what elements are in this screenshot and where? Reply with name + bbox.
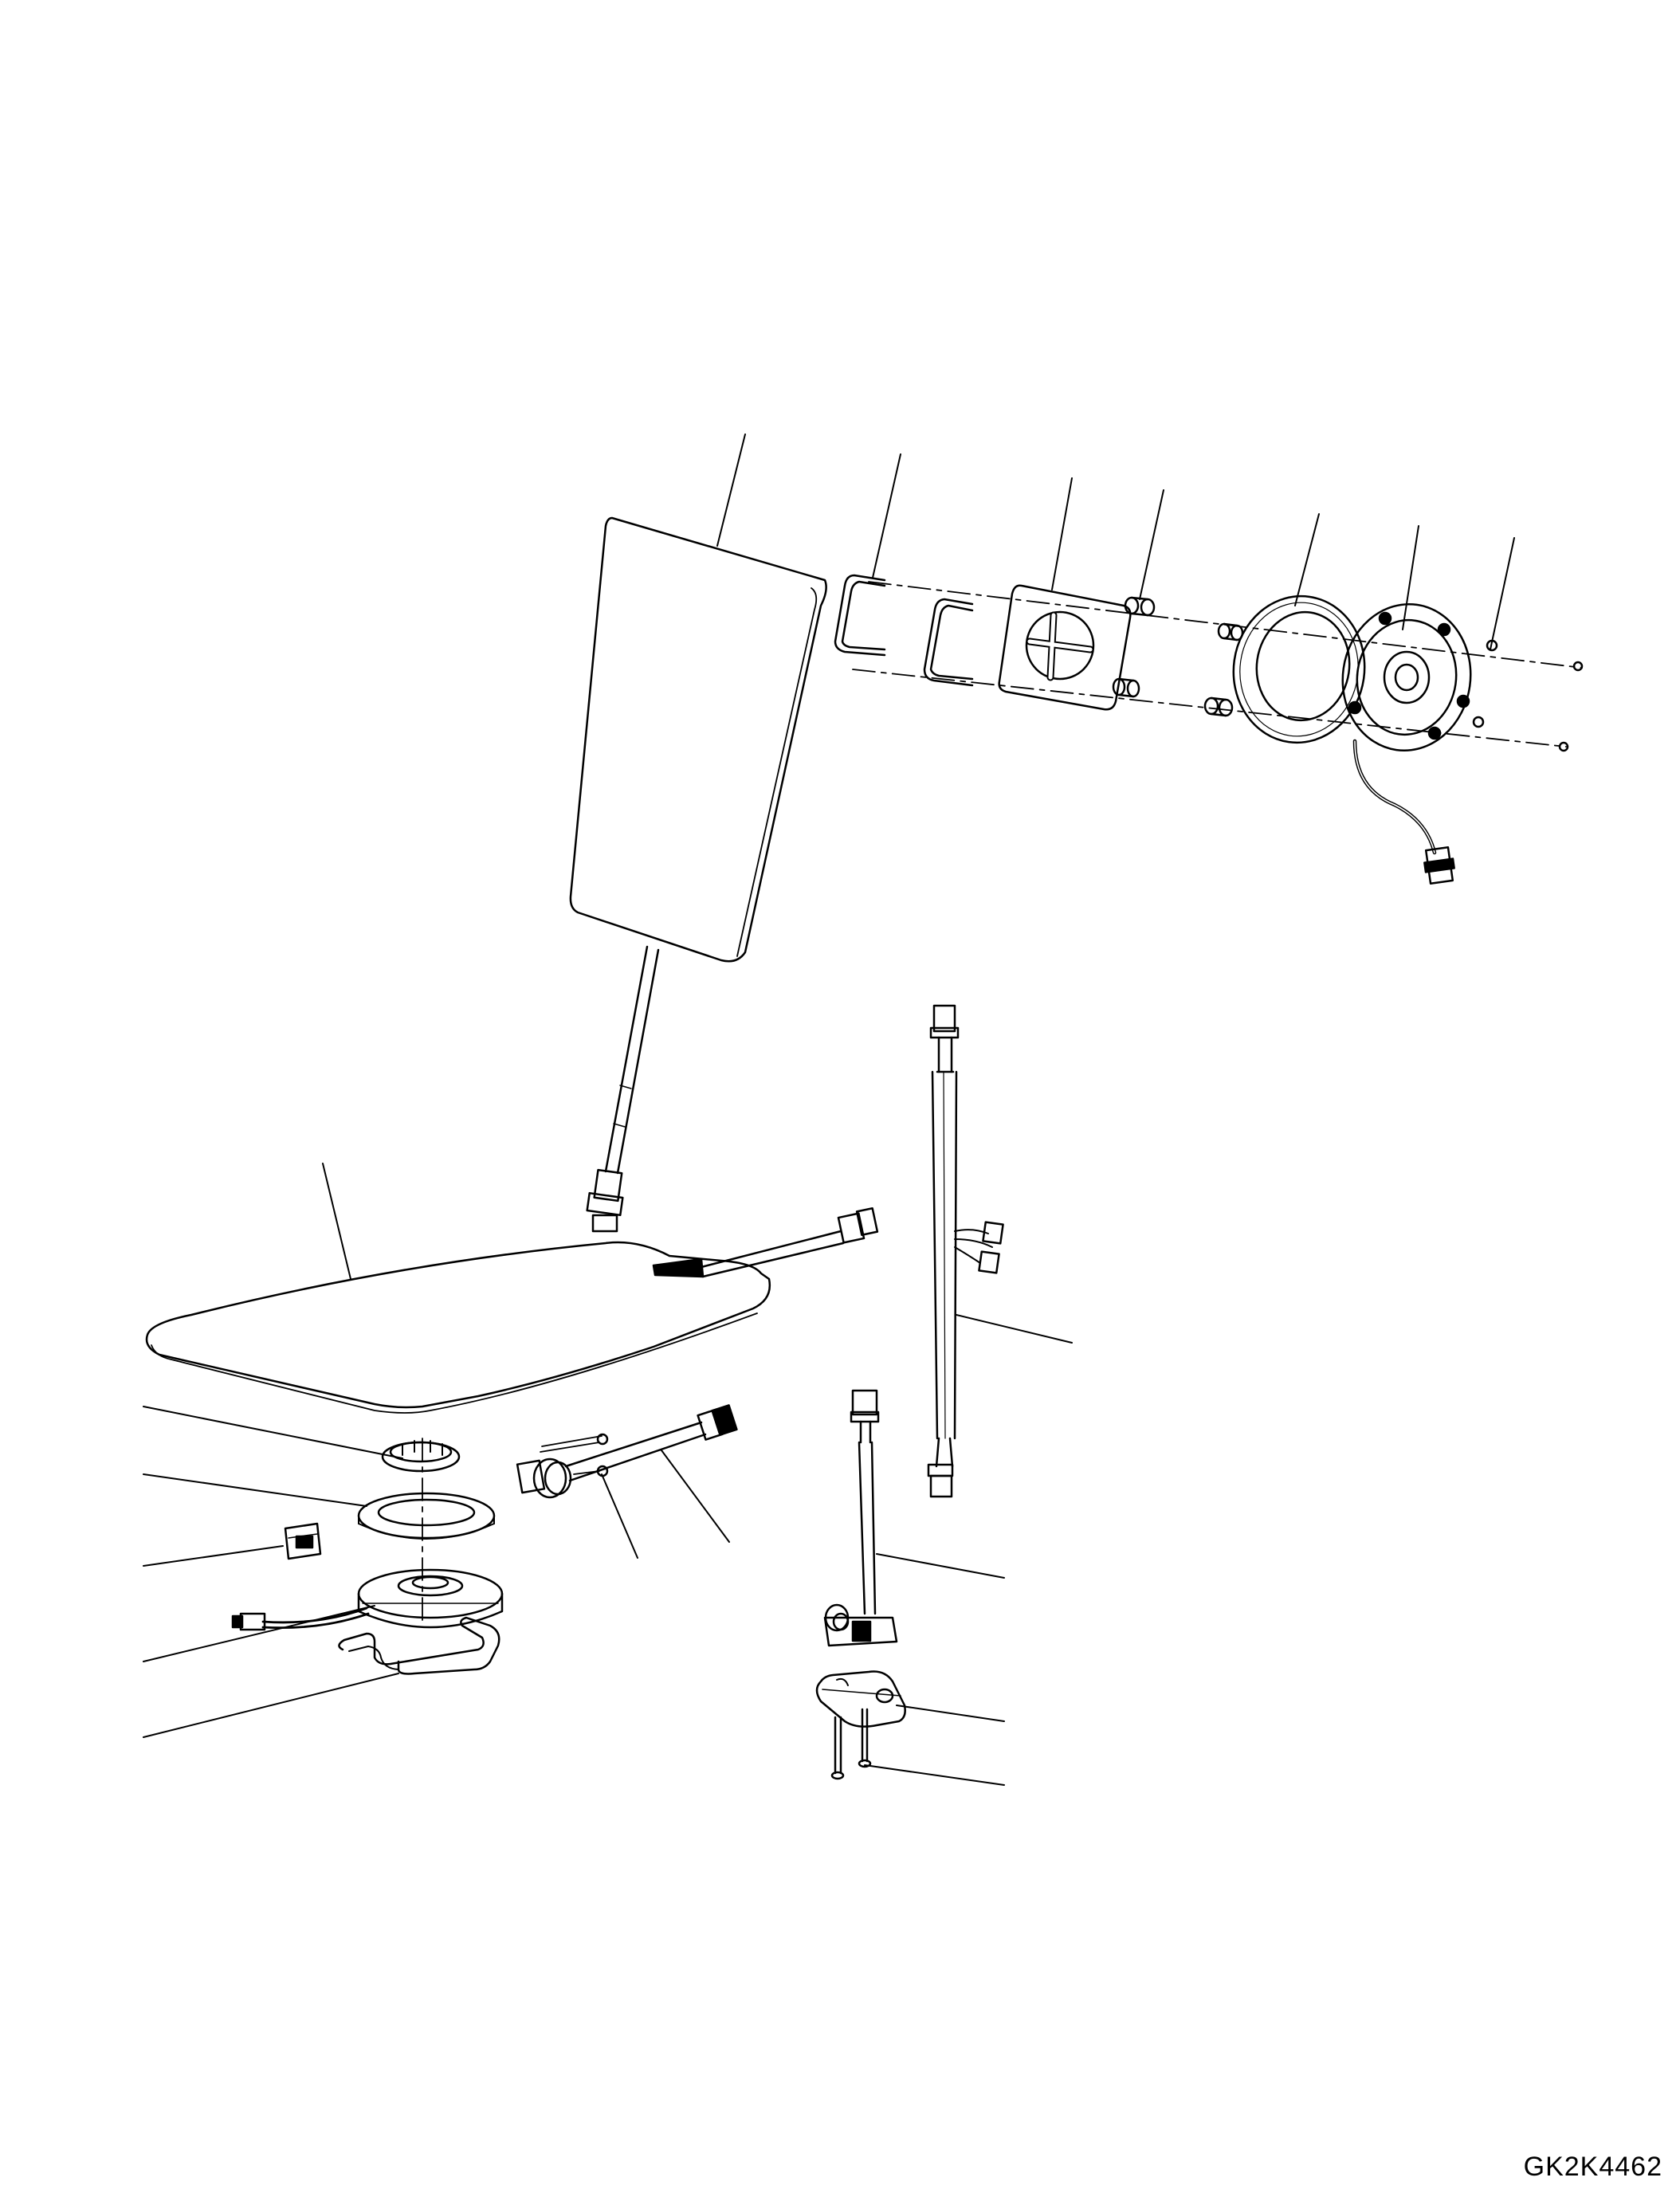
leader-line-sensor-cable: [661, 1450, 729, 1542]
harness-right: [928, 1006, 1003, 1497]
leader-line-harness-right: [956, 1315, 1072, 1343]
leader-line-sensor-module: [877, 1554, 1004, 1578]
retainer: [383, 1441, 459, 1471]
spacer-bottom-right: [1205, 698, 1232, 716]
switch: [285, 1524, 320, 1559]
ring: [1224, 587, 1374, 751]
backrest-panel: [571, 518, 826, 1215]
leader-line-seat-cushion: [323, 1163, 351, 1279]
spacer-bottom-left: [1113, 679, 1139, 696]
wire-frame: [835, 575, 972, 685]
leader-line-screw-sensor: [602, 1474, 638, 1558]
seat-cushion: [147, 1208, 877, 1413]
drawing-code: GK2K4462: [1523, 2152, 1662, 2182]
spacer-top-right: [1219, 624, 1242, 640]
gasket: [359, 1493, 494, 1539]
spacer-top-left: [1125, 598, 1154, 615]
leader-line-switch: [143, 1546, 283, 1566]
leader-line-wire-frame: [873, 454, 901, 578]
leader-line-wire-clip: [143, 1673, 398, 1737]
leader-line-screws-bottom: [865, 1765, 1004, 1785]
leader-line-spacer: [1140, 490, 1164, 599]
sensor-module: [825, 1391, 897, 1646]
assembly-axes: [422, 582, 1582, 1626]
bracket-plate: [999, 586, 1131, 710]
leader-line-ring: [1295, 514, 1319, 606]
nuts: [1474, 641, 1582, 751]
leader-lines: [143, 434, 1514, 1785]
bottom-screws: [832, 1709, 870, 1779]
leader-line-heater-unit: [1403, 526, 1419, 630]
leader-line-nut: [1490, 538, 1514, 649]
leader-line-bracket-plate: [1052, 478, 1072, 590]
leader-line-fan-unit: [143, 1606, 375, 1662]
heater-unit-top: [1333, 596, 1480, 884]
leader-line-retainer: [143, 1407, 402, 1458]
spacers: [1113, 598, 1242, 716]
fan-unit-bottom: [233, 1570, 502, 1630]
cover: [817, 1672, 905, 1727]
leader-line-gasket: [143, 1474, 367, 1506]
leader-line-cover: [897, 1705, 1004, 1721]
sensor-cable: [517, 1405, 736, 1497]
wire-clip: [339, 1618, 499, 1673]
leader-line-backrest: [717, 434, 745, 546]
